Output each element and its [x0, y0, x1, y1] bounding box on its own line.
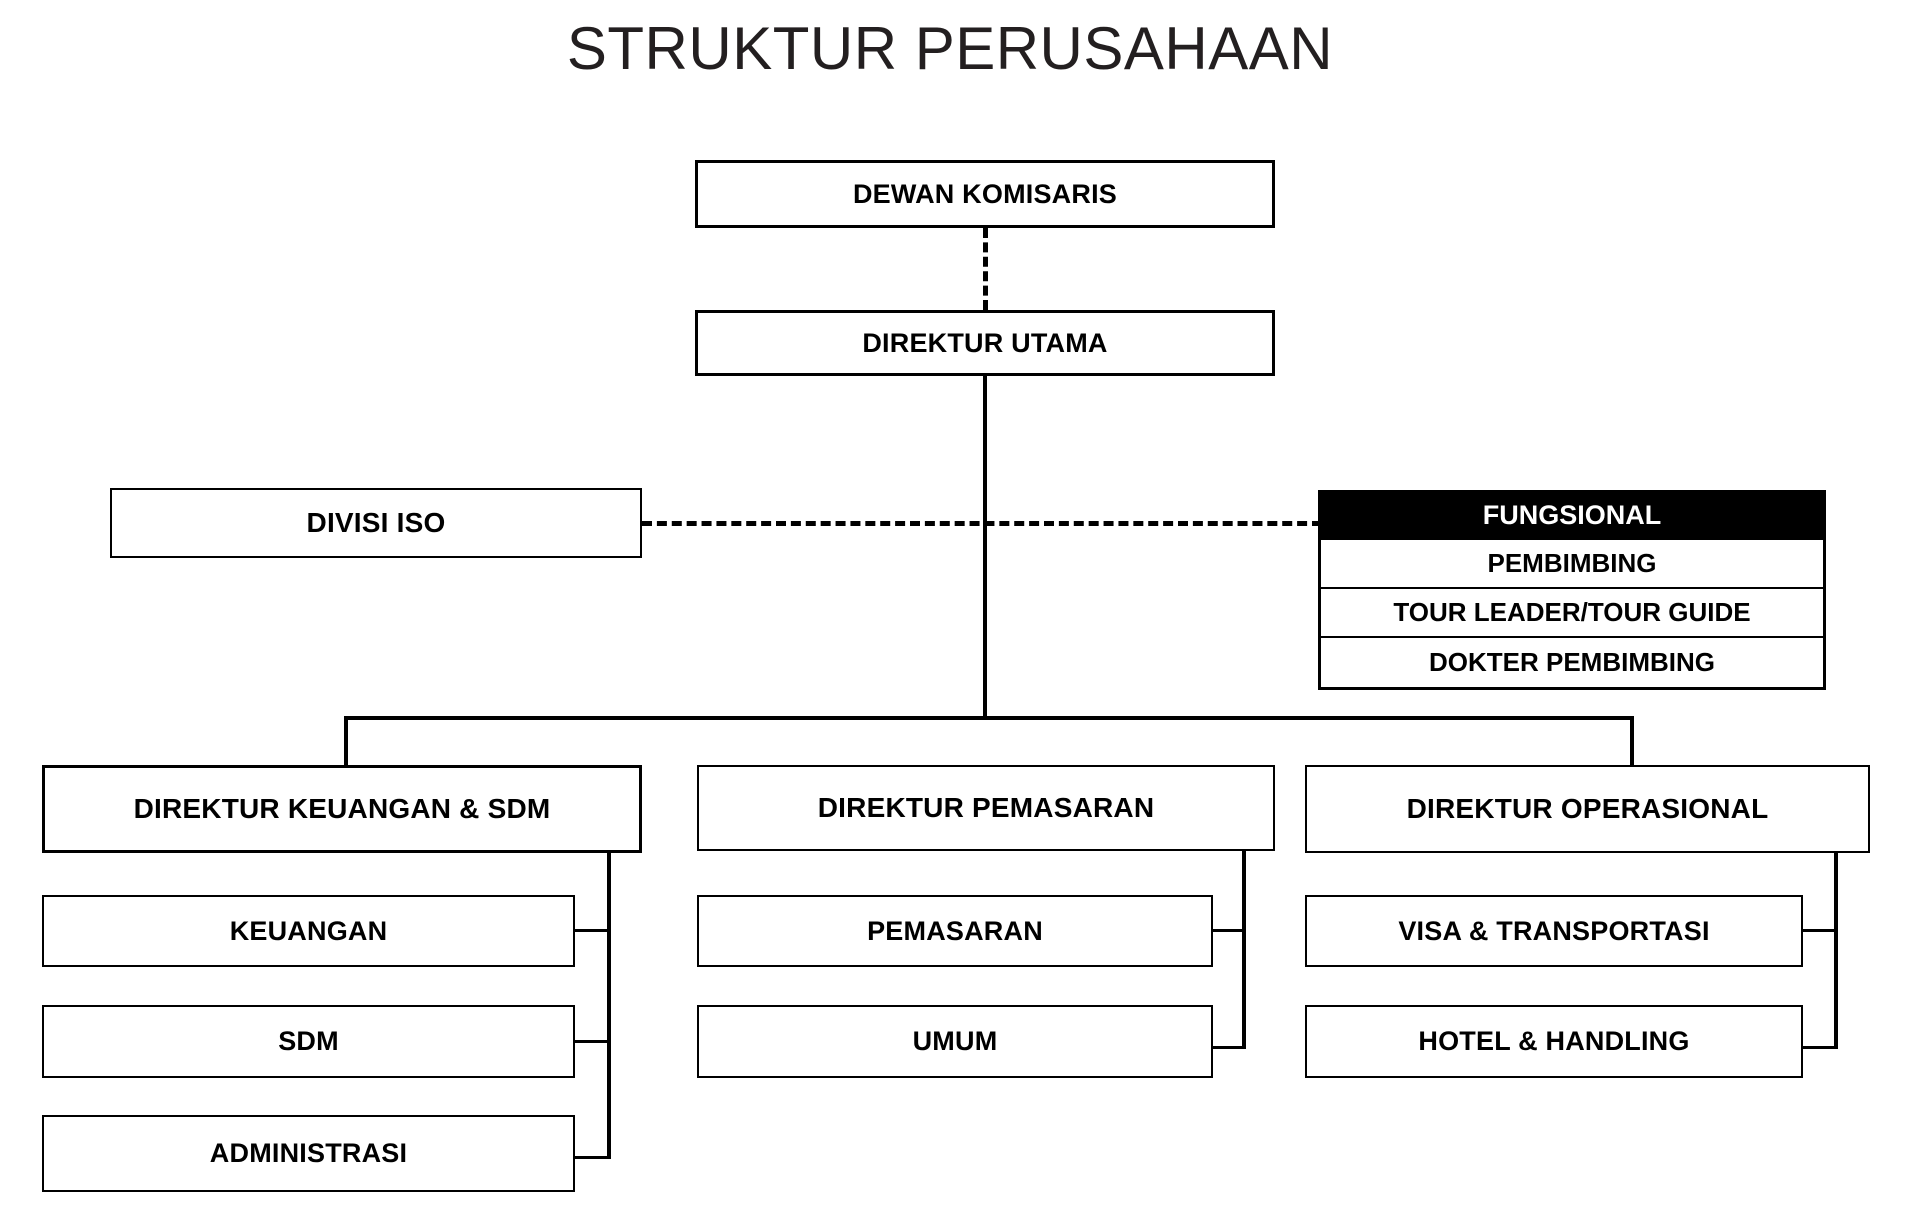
- connector-stub-sdm: [575, 1040, 609, 1043]
- node-direktur-pemasaran-label: DIREKTUR PEMASARAN: [817, 792, 1155, 823]
- node-hotel-handling-label: HOTEL & HANDLING: [1418, 1026, 1690, 1056]
- node-direktur-utama-label: DIREKTUR UTAMA: [862, 327, 1108, 358]
- node-direktur-utama[interactable]: DIREKTUR UTAMA: [695, 310, 1275, 376]
- fungsional-header-label: FUNGSIONAL: [1482, 500, 1662, 530]
- fungsional-row-tour-leader[interactable]: TOUR LEADER/TOUR GUIDE: [1321, 589, 1823, 638]
- connector-iso-to-fungsional: [642, 521, 1322, 526]
- connector-trunk-main: [983, 376, 987, 719]
- connector-spine-col2: [1242, 851, 1246, 1049]
- fungsional-row-pembimbing[interactable]: PEMBIMBING: [1321, 540, 1823, 589]
- connector-drop-keuangan: [344, 716, 348, 766]
- node-hotel-handling[interactable]: HOTEL & HANDLING: [1305, 1005, 1803, 1078]
- fungsional-row-label: PEMBIMBING: [1487, 548, 1657, 578]
- fungsional-row-dokter-pembimbing[interactable]: DOKTER PEMBIMBING: [1321, 638, 1823, 687]
- node-keuangan-label: KEUANGAN: [229, 915, 388, 946]
- connector-stub-administrasi: [575, 1156, 609, 1159]
- fungsional-row-label: TOUR LEADER/TOUR GUIDE: [1393, 597, 1751, 627]
- node-direktur-keuangan-sdm-label: DIREKTUR KEUANGAN & SDM: [133, 793, 551, 824]
- fungsional-row-label: DOKTER PEMBIMBING: [1429, 647, 1715, 677]
- node-visa-transportasi-label: VISA & TRANSPORTASI: [1398, 915, 1710, 946]
- node-administrasi-label: ADMINISTRASI: [209, 1138, 408, 1168]
- node-divisi-iso-label: DIVISI ISO: [306, 507, 446, 538]
- node-pemasaran-label: PEMASARAN: [867, 915, 1043, 946]
- node-direktur-operasional-label: DIREKTUR OPERASIONAL: [1406, 793, 1769, 824]
- node-direktur-keuangan-sdm[interactable]: DIREKTUR KEUANGAN & SDM: [42, 765, 642, 853]
- page-title: STRUKTUR PERUSAHAAN: [0, 14, 1908, 84]
- page-title-text: STRUKTUR PERUSAHAAN: [566, 15, 1334, 82]
- node-dewan-komisaris[interactable]: DEWAN KOMISARIS: [695, 160, 1275, 228]
- node-pemasaran[interactable]: PEMASARAN: [697, 895, 1213, 967]
- connector-drop-operasional: [1630, 716, 1634, 766]
- connector-stub-hotel-handling: [1803, 1046, 1838, 1049]
- connector-bus-directors: [344, 716, 1634, 720]
- node-sdm[interactable]: SDM: [42, 1005, 575, 1078]
- node-administrasi[interactable]: ADMINISTRASI: [42, 1115, 575, 1192]
- connector-stub-umum: [1213, 1046, 1246, 1049]
- node-direktur-pemasaran[interactable]: DIREKTUR PEMASARAN: [697, 765, 1275, 851]
- node-sdm-label: SDM: [278, 1026, 339, 1056]
- connector-stub-visa-transportasi: [1803, 929, 1838, 932]
- connector-spine-col1: [607, 853, 611, 1159]
- node-divisi-iso[interactable]: DIVISI ISO: [110, 488, 642, 558]
- connector-stub-pemasaran: [1213, 929, 1246, 932]
- connector-spine-col3: [1834, 853, 1838, 1049]
- node-dewan-komisaris-label: DEWAN KOMISARIS: [852, 178, 1117, 209]
- connector-stub-keuangan: [575, 929, 609, 932]
- fungsional-header[interactable]: FUNGSIONAL: [1321, 493, 1823, 540]
- node-umum[interactable]: UMUM: [697, 1005, 1213, 1078]
- fungsional-table: FUNGSIONAL PEMBIMBING TOUR LEADER/TOUR G…: [1318, 490, 1826, 690]
- node-visa-transportasi[interactable]: VISA & TRANSPORTASI: [1305, 895, 1803, 967]
- connector-komisaris-to-utama: [983, 228, 988, 310]
- node-umum-label: UMUM: [912, 1026, 998, 1056]
- node-direktur-operasional[interactable]: DIREKTUR OPERASIONAL: [1305, 765, 1870, 853]
- node-keuangan[interactable]: KEUANGAN: [42, 895, 575, 967]
